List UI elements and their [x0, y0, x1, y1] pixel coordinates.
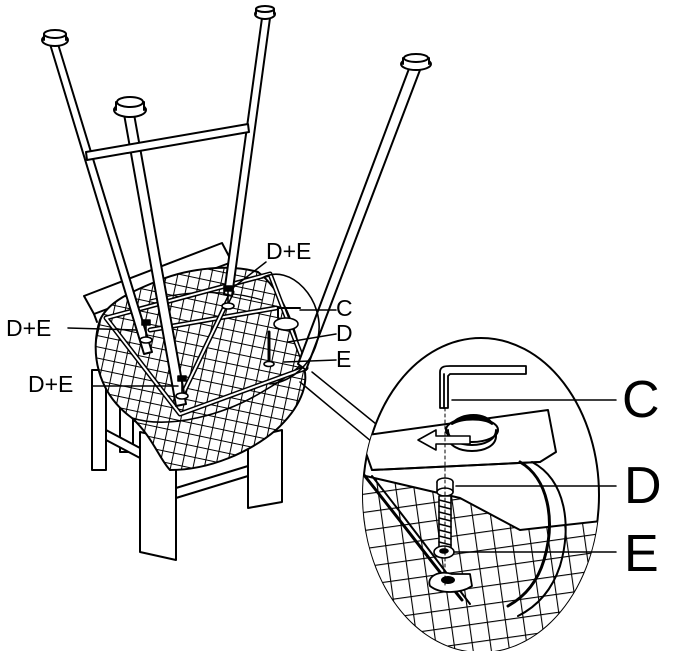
metal-legs [41, 5, 432, 407]
detail-washer [433, 545, 455, 559]
leader-lines [67, 261, 409, 463]
label-e-detail: E [624, 525, 659, 583]
label-c-small: C [336, 295, 353, 321]
bolt-right [263, 330, 275, 368]
bolt-markers [139, 285, 275, 400]
bolt-lower [175, 375, 189, 400]
label-d-small: D [336, 320, 353, 346]
label-d-detail: D [624, 457, 662, 515]
label-d-plus-e-upper-right: D+E [266, 238, 312, 264]
bolt-upper [221, 285, 235, 310]
bolt-left [139, 319, 153, 344]
hex-key [439, 365, 527, 409]
label-c-detail: C [622, 371, 660, 429]
label-d-plus-e-left: D+E [6, 315, 52, 341]
label-e-small: E [336, 346, 352, 372]
callout-small [261, 273, 320, 385]
label-d-plus-e-lower-left: D+E [28, 371, 74, 397]
detail-view [362, 337, 617, 651]
chair-frame [83, 242, 283, 561]
